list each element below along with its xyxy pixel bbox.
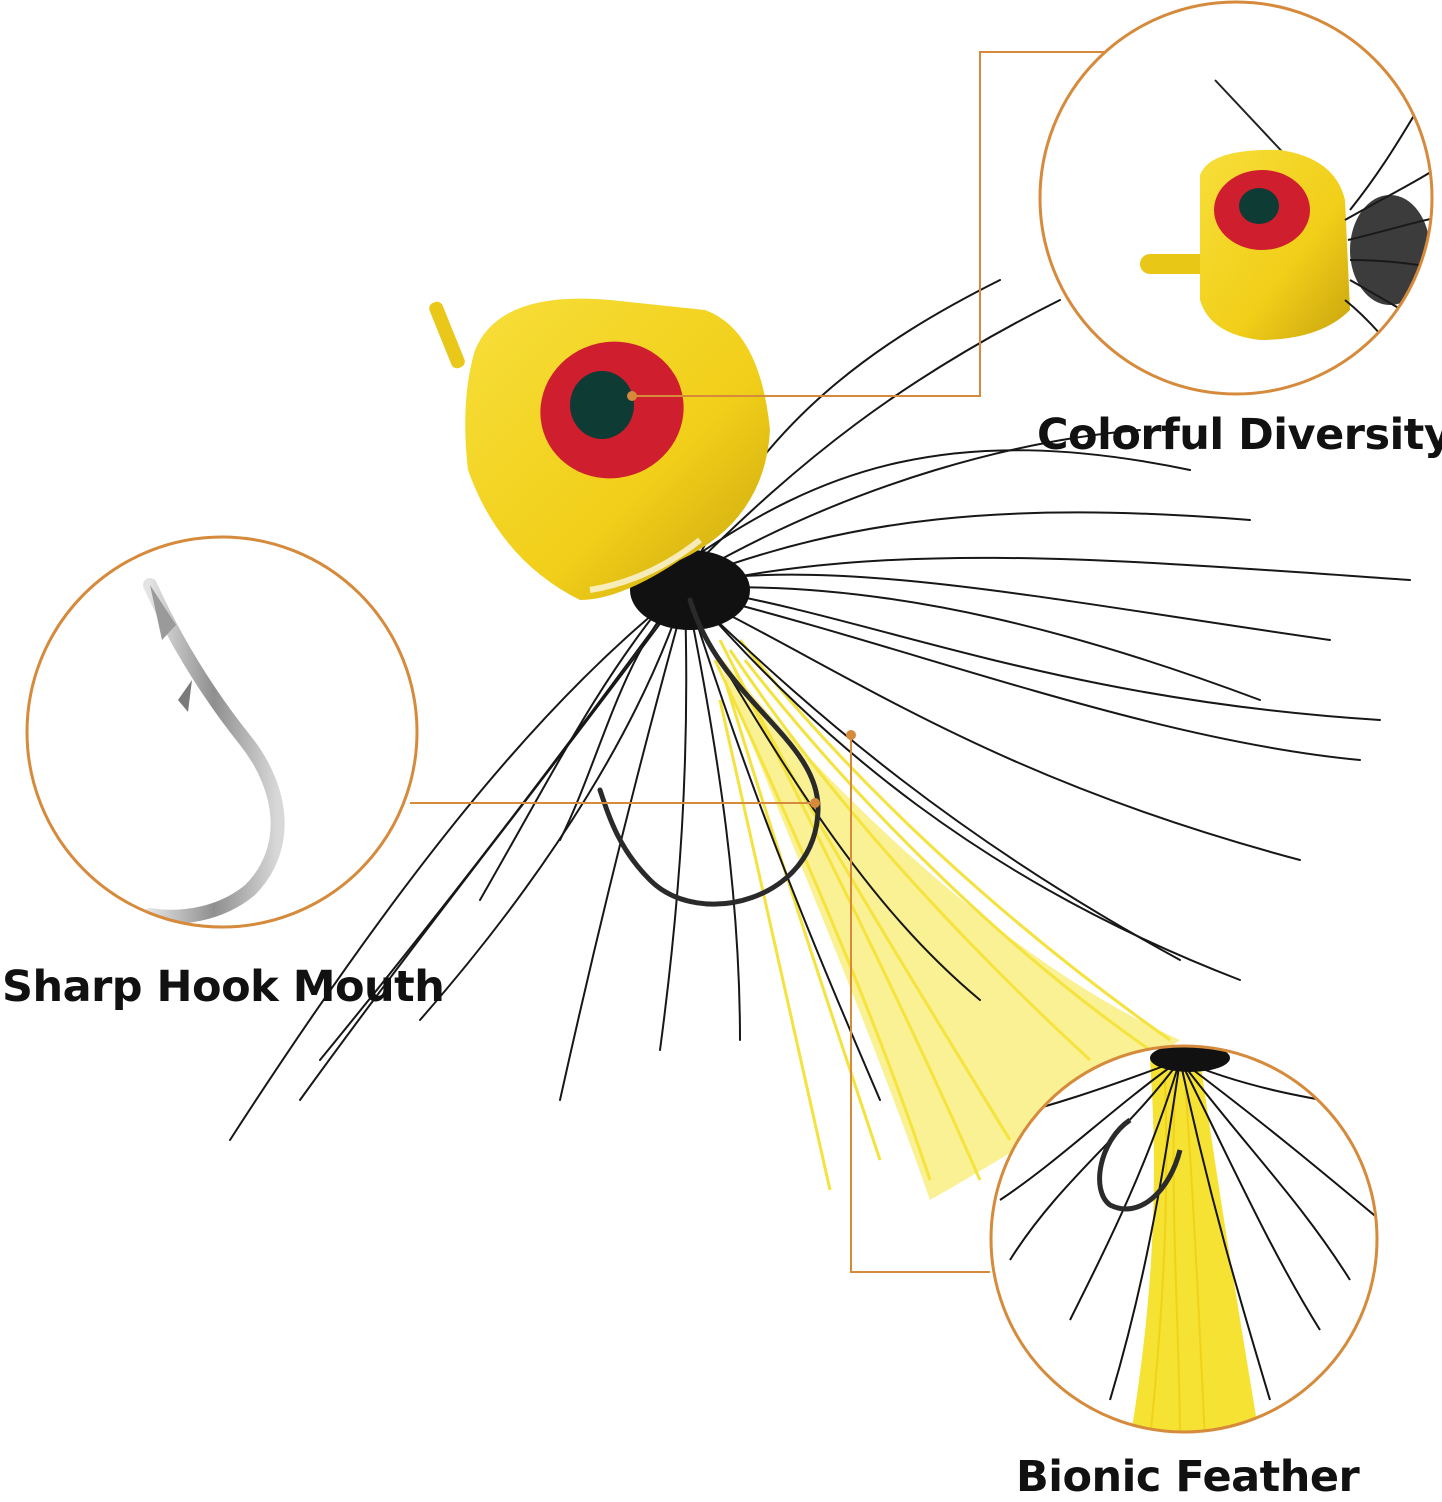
detail-hook	[143, 578, 285, 924]
callout-line-colorful-diversity	[632, 51, 1108, 397]
feather-detail-circle	[989, 1044, 1379, 1434]
label-bionic-feather: Bionic Feather	[1016, 1452, 1360, 1502]
head-eyelet	[429, 301, 465, 369]
pupil	[570, 371, 634, 439]
hook-detail-circle	[25, 535, 419, 929]
popper-fly-lure	[229, 279, 1411, 1200]
callout-lines	[410, 51, 1108, 1273]
label-sharp-hook-mouth: Sharp Hook Mouth	[2, 962, 445, 1012]
black-hackle-feathers	[229, 279, 1411, 1141]
callout-line-bionic-feather	[850, 735, 990, 1273]
detail-eyelet	[1140, 254, 1210, 274]
head-detail-circle	[1038, 0, 1434, 396]
main-hook	[597, 597, 821, 907]
label-colorful-diversity: Colorful Diversity	[1037, 410, 1442, 460]
detail-hook-bend	[1097, 1117, 1183, 1212]
